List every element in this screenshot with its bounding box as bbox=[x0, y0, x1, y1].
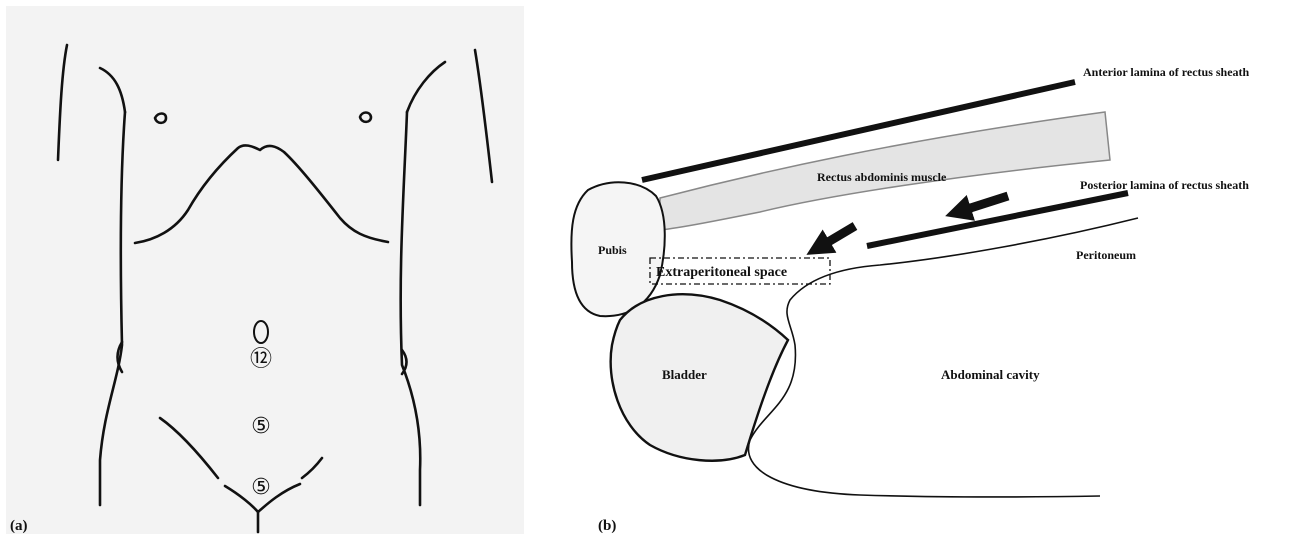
panel-b-label: (b) bbox=[598, 518, 616, 534]
label-extraperitoneal-space: Extraperitoneal space bbox=[656, 265, 787, 280]
label-abdominal-cavity: Abdominal cavity bbox=[941, 367, 1040, 382]
label-peritoneum: Peritoneum bbox=[1076, 248, 1136, 262]
arrow-extraperitoneal bbox=[818, 226, 855, 248]
port-middle-label: ⑤ bbox=[251, 414, 271, 439]
anatomy-svg: Anterior lamina of rectus sheath Rectus … bbox=[560, 0, 1290, 540]
label-posterior-lamina: Posterior lamina of rectus sheath bbox=[1080, 178, 1249, 192]
port-lower-label: ⑤ bbox=[251, 475, 271, 500]
panel-a-background bbox=[6, 6, 524, 534]
panel-a-torso-drawing: ⑫ ⑤ ⑤ (a) bbox=[0, 0, 560, 540]
label-bladder: Bladder bbox=[662, 367, 707, 382]
arrow-posterior bbox=[958, 196, 1008, 212]
label-rectus-muscle: Rectus abdominis muscle bbox=[817, 170, 947, 184]
label-anterior-lamina: Anterior lamina of rectus sheath bbox=[1083, 65, 1250, 79]
panel-b-anatomy-diagram: Anterior lamina of rectus sheath Rectus … bbox=[560, 0, 1290, 540]
label-pubis: Pubis bbox=[598, 243, 627, 257]
panel-a-label: (a) bbox=[10, 518, 28, 534]
torso-svg: ⑫ ⑤ ⑤ (a) bbox=[0, 0, 560, 540]
port-umbilical-label: ⑫ bbox=[250, 347, 272, 372]
